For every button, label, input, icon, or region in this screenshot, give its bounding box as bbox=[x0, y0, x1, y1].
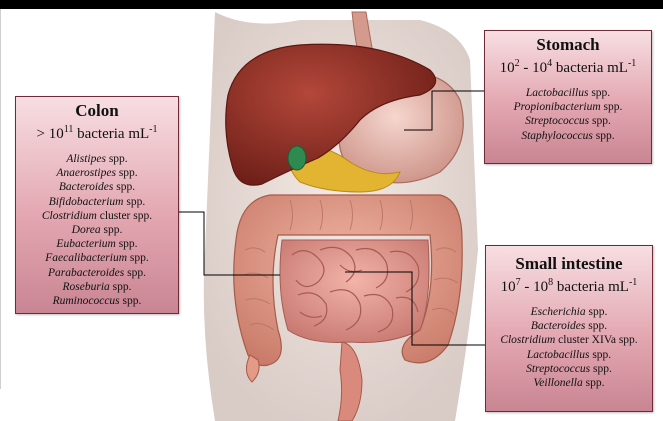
list-item: Escherichia spp. bbox=[486, 305, 652, 319]
colon-bacteria-list: Alistipes spp. Anaerostipes spp. Bactero… bbox=[16, 152, 178, 308]
list-item: Parabacteroides spp. bbox=[16, 266, 178, 280]
list-item: Bacteroides spp. bbox=[486, 319, 652, 333]
list-item: Ruminococcus spp. bbox=[16, 294, 178, 308]
list-item: Streptococcus spp. bbox=[485, 114, 651, 128]
list-item: Streptococcus spp. bbox=[486, 362, 652, 376]
list-item: Bacteroides spp. bbox=[16, 180, 178, 194]
small-intestine-title: Small intestine bbox=[486, 254, 652, 274]
list-item: Dorea spp. bbox=[16, 223, 178, 237]
small-intestine-bacteria-list: Escherichia spp. Bacteroides spp. Clostr… bbox=[486, 305, 652, 390]
gallbladder-organ bbox=[288, 146, 306, 170]
stomach-title: Stomach bbox=[485, 35, 651, 55]
list-item: Veillonella spp. bbox=[486, 376, 652, 390]
list-item: Staphylococcus spp. bbox=[485, 129, 651, 143]
list-item: Bifidobacterium spp. bbox=[16, 195, 178, 209]
list-item: Alistipes spp. bbox=[16, 152, 178, 166]
list-item: Anaerostipes spp. bbox=[16, 166, 178, 180]
stomach-bacteria-list: Lactobacillus spp. Propionibacterium spp… bbox=[485, 86, 651, 143]
small-intestine-info-box: Small intestine 107 - 108 bacteria mL-1 … bbox=[485, 245, 653, 412]
colon-info-box: Colon > 1011 bacteria mL-1 Alistipes spp… bbox=[15, 96, 179, 314]
colon-title: Colon bbox=[16, 101, 178, 121]
colon-concentration: > 1011 bacteria mL-1 bbox=[16, 121, 178, 143]
list-item: Clostridium cluster spp. bbox=[16, 209, 178, 223]
small-intestine-concentration: 107 - 108 bacteria mL-1 bbox=[486, 274, 652, 296]
list-item: Lactobacillus spp. bbox=[486, 348, 652, 362]
list-item: Propionibacterium spp. bbox=[485, 100, 651, 114]
stomach-concentration: 102 - 104 bacteria mL-1 bbox=[485, 55, 651, 77]
list-item: Faecalibacterium spp. bbox=[16, 251, 178, 265]
list-item: Clostridium cluster XIVa spp. bbox=[486, 333, 652, 347]
list-item: Eubacterium spp. bbox=[16, 237, 178, 251]
small-intestine-organ bbox=[280, 240, 429, 343]
list-item: Roseburia spp. bbox=[16, 280, 178, 294]
stomach-info-box: Stomach 102 - 104 bacteria mL-1 Lactobac… bbox=[484, 30, 652, 164]
list-item: Lactobacillus spp. bbox=[485, 86, 651, 100]
